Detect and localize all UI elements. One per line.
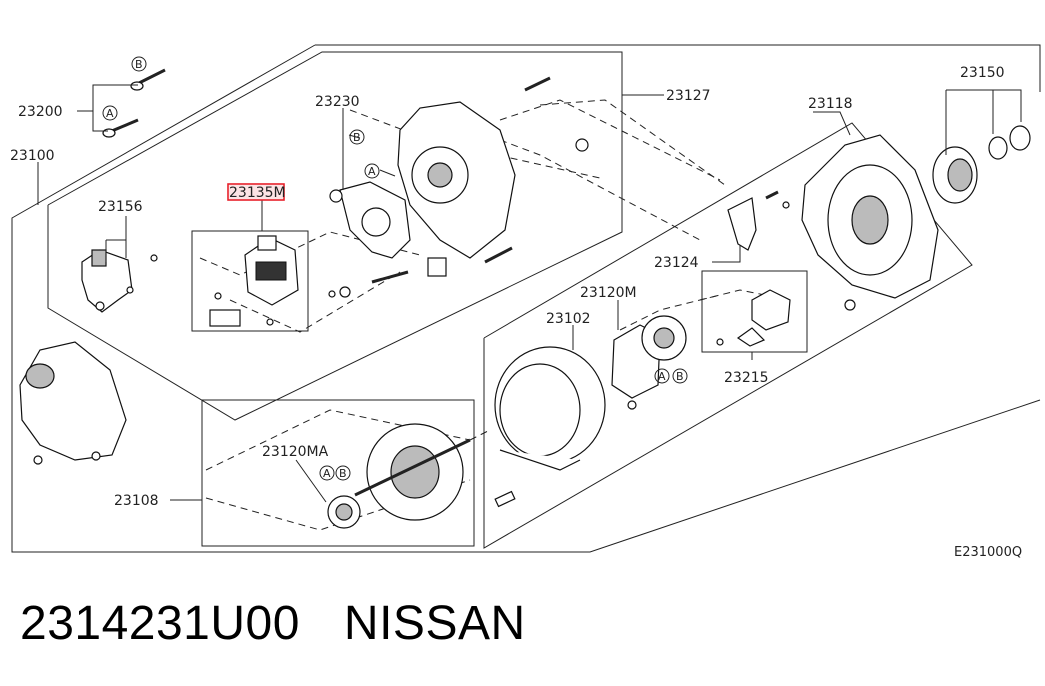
outer-frame <box>11 44 1041 553</box>
part-caption: 2314231U00 NISSAN <box>20 596 526 651</box>
sub-frame-23215 <box>701 270 808 353</box>
callout-23124: 23124 <box>654 255 699 271</box>
figure-code: E231000Q <box>954 545 1022 560</box>
callout-23127: 23127 <box>666 88 711 104</box>
highlight-fill <box>229 185 283 199</box>
rotor-23108-part <box>327 423 471 529</box>
upper-left-frame <box>47 51 623 421</box>
marker-a-housing-letter: A <box>368 165 376 178</box>
rear-housing-23127-part <box>397 76 589 277</box>
callout-23230: 23230 <box>315 94 360 110</box>
brush-plate-23230-part <box>328 181 411 298</box>
brush-23215-part <box>716 289 791 347</box>
callout-23135-suffix: M <box>274 185 286 201</box>
marker-b-bearing: B <box>672 368 688 384</box>
marker-b-bolt-letter: B <box>135 58 143 71</box>
marker-a-rotor: A <box>319 465 335 481</box>
bearing-plate-23120M-part <box>611 315 687 410</box>
marker-b-housing: B <box>349 129 365 145</box>
marker-a-bolt-letter: A <box>106 107 114 120</box>
exploded-parts-diagram: 23200 23100 23156 23135M 23230 23127 231… <box>10 44 1041 560</box>
marker-b-bearing-letter: B <box>676 370 684 383</box>
brand-name: NISSAN <box>343 597 526 650</box>
leader-lines <box>37 84 1022 503</box>
rear-cover-23100-part <box>19 341 127 465</box>
lower-right-frame <box>483 122 973 549</box>
callout-23215: 23215 <box>724 370 769 386</box>
marker-b-rotor: B <box>335 465 351 481</box>
stator-23102-part <box>494 346 606 508</box>
marker-a-rotor-letter: A <box>323 467 331 480</box>
callout-23135-number[interactable]: 23135 <box>229 185 274 201</box>
callout-23156: 23156 <box>98 199 143 215</box>
callout-23102: 23102 <box>546 311 591 327</box>
marker-b-rotor-letter: B <box>339 467 347 480</box>
callout-23100: 23100 <box>10 148 55 164</box>
callout-23120ma: 23120MA <box>262 444 329 460</box>
bracket-23156-part <box>81 249 158 313</box>
regulator-23135-part <box>209 235 299 327</box>
marker-b-housing-letter: B <box>353 131 361 144</box>
callout-23200: 23200 <box>18 104 63 120</box>
marker-a-housing: A <box>364 163 380 179</box>
sub-frame-23135 <box>191 230 309 332</box>
front-housing-23118-part <box>782 134 939 311</box>
bolt-a-part <box>102 118 139 138</box>
marker-a-bolt: A <box>102 105 118 121</box>
callout-23150: 23150 <box>960 65 1005 81</box>
bolt-b-part <box>130 68 166 91</box>
callout-23120m: 23120M <box>580 285 637 301</box>
marker-a-bearing: A <box>654 368 670 384</box>
highlight-box <box>227 183 285 201</box>
callout-23118: 23118 <box>808 96 853 112</box>
marker-a-bearing-letter: A <box>658 370 666 383</box>
marker-b-bolt: B <box>131 56 147 72</box>
part-number: 2314231U00 <box>20 597 300 650</box>
callout-23135m[interactable]: 23135M <box>229 185 286 201</box>
bracket-23124-part <box>727 190 779 251</box>
sub-frame-23108 <box>201 399 475 547</box>
pulley-23150-part <box>932 125 1031 204</box>
callout-23108: 23108 <box>114 493 159 509</box>
